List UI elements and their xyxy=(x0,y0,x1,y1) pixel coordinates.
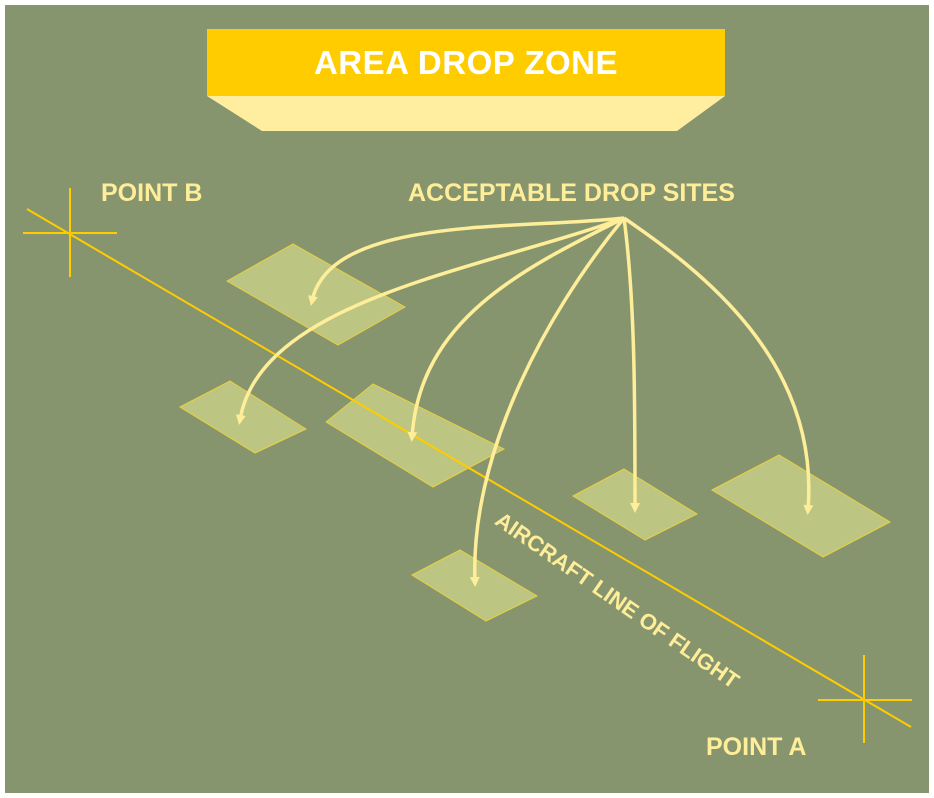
pointer-arrows xyxy=(235,216,814,587)
drop-site xyxy=(710,454,892,558)
arrow xyxy=(623,216,814,515)
title-bevel xyxy=(207,96,725,131)
field-background xyxy=(5,5,929,793)
arrow xyxy=(469,216,626,587)
arrow xyxy=(407,216,625,442)
point-b-marker xyxy=(23,188,117,277)
flight-line xyxy=(26,208,912,728)
drop-sites-label: ACCEPTABLE DROP SITES xyxy=(408,179,735,207)
arrow xyxy=(235,216,625,425)
point-b-label: POINT B xyxy=(101,179,203,207)
point-a-marker xyxy=(818,655,912,743)
point-a-label: POINT A xyxy=(706,733,807,761)
page-title: AREA DROP ZONE xyxy=(207,29,725,96)
drop-site xyxy=(225,243,407,346)
arrow xyxy=(622,217,640,513)
title-banner: AREA DROP ZONE xyxy=(207,29,725,131)
arrow xyxy=(308,216,625,306)
